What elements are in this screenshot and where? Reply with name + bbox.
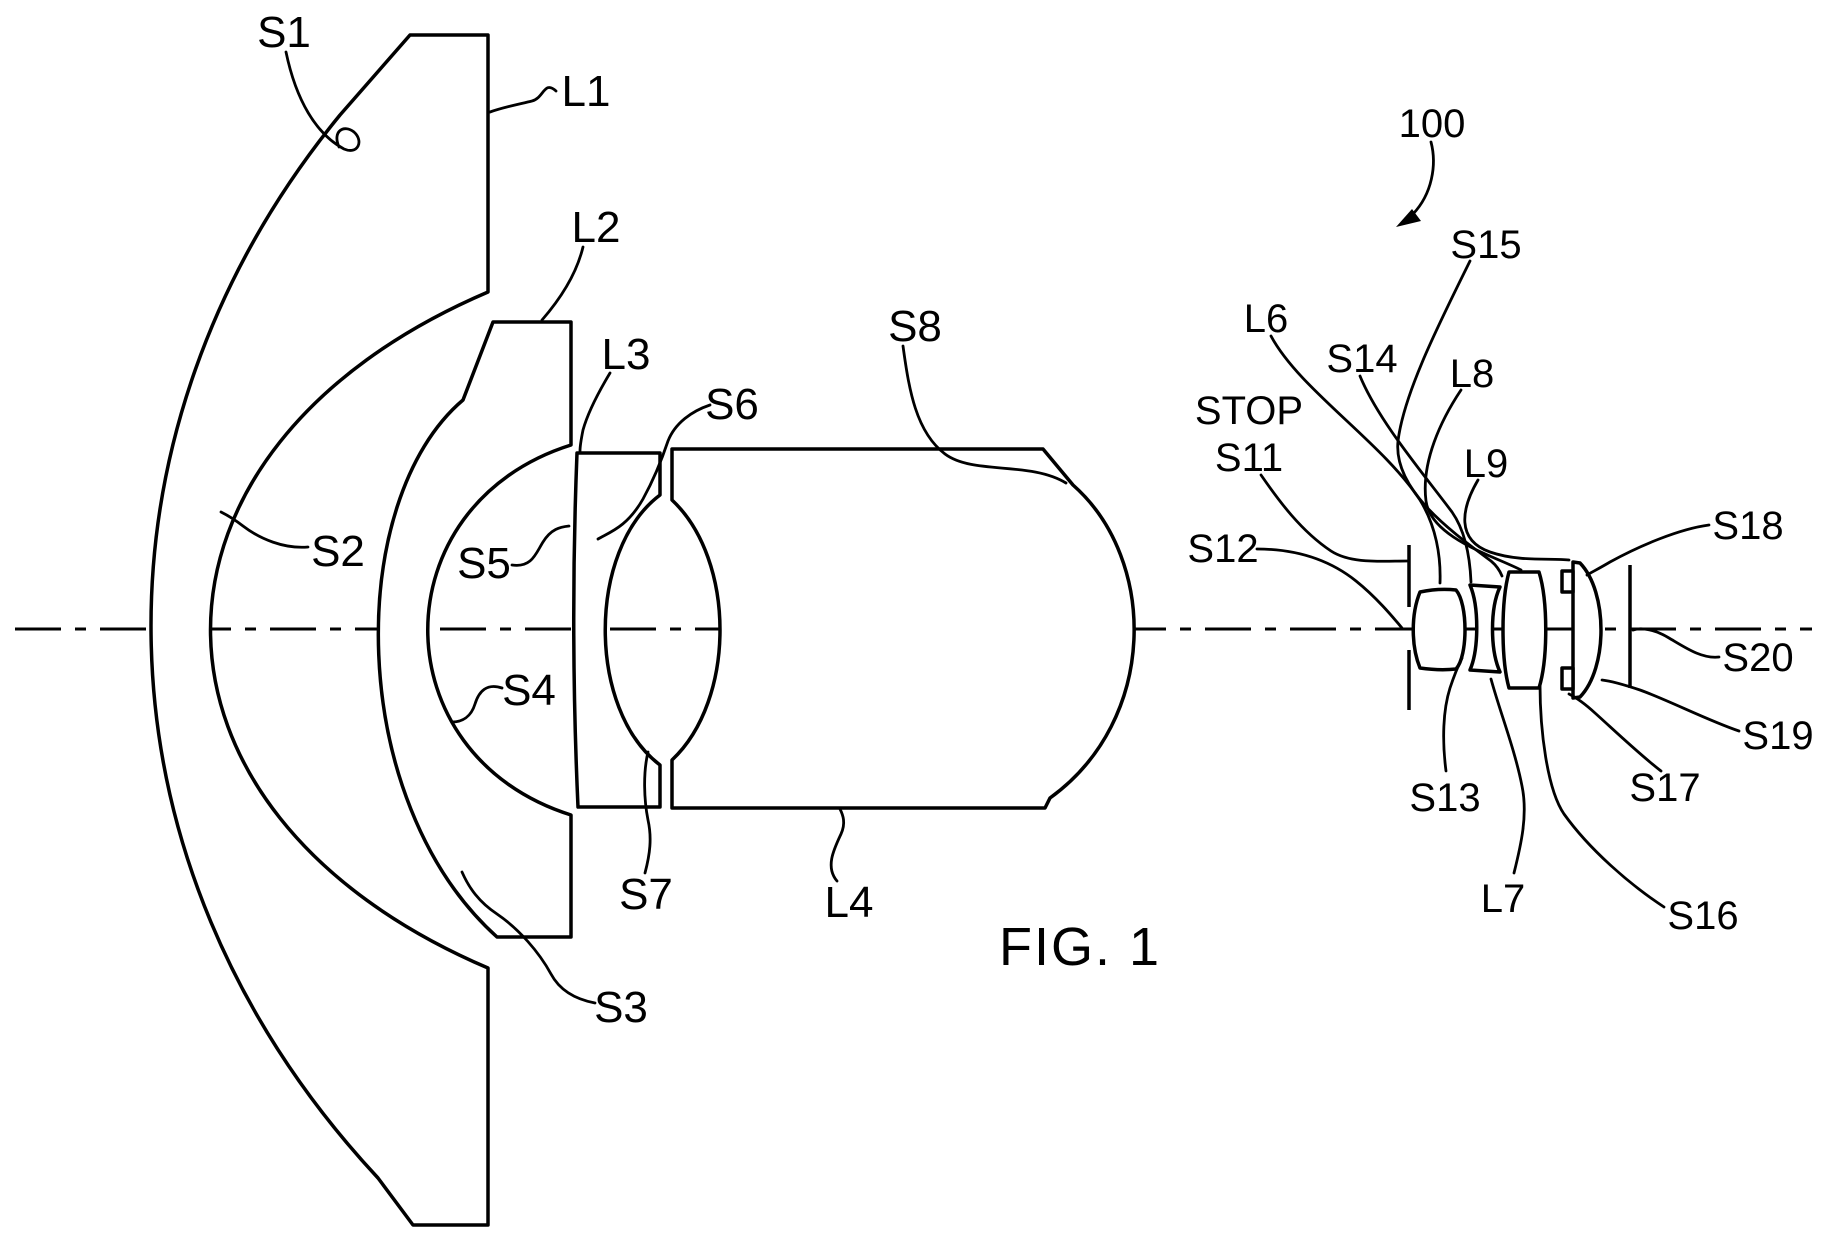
label-surface-s19: S19 <box>1742 714 1813 758</box>
label-stop: STOP <box>1195 389 1303 433</box>
label-surface-s6: S6 <box>705 380 759 429</box>
label-lens-l1: L1 <box>562 67 611 116</box>
leader-s18 <box>1585 523 1711 577</box>
leader-s14 <box>1358 374 1473 584</box>
lens-l2-outline <box>376 320 573 939</box>
label-surface-s13: S13 <box>1409 776 1480 820</box>
lens-l8-outline <box>1501 570 1548 690</box>
label-surface-s16: S16 <box>1667 894 1738 938</box>
label-surface-s17: S17 <box>1629 766 1700 810</box>
label-surface-s15: S15 <box>1450 223 1521 267</box>
leader-s4 <box>450 685 504 724</box>
leader-s1 <box>284 50 361 152</box>
leader-100-arrow-shaft <box>1411 140 1435 216</box>
leader-l1 <box>488 86 558 114</box>
label-lens-l4: L4 <box>825 878 874 927</box>
leader-s6 <box>596 403 712 541</box>
label-surface-s12: S12 <box>1187 527 1258 571</box>
leader-l3 <box>578 371 612 453</box>
label-surface-s1: S1 <box>257 8 311 57</box>
label-lens-l2: L2 <box>572 203 621 252</box>
label-lens-l8: L8 <box>1450 352 1495 396</box>
label-surface-s4: S4 <box>502 666 556 715</box>
label-surface-s5: S5 <box>457 539 511 588</box>
lens-l9-mount-tab-bottom <box>1560 666 1575 691</box>
label-surface-s11: S11 <box>1215 436 1283 480</box>
leader-l4 <box>829 807 846 883</box>
label-lens-l3: L3 <box>602 330 651 379</box>
label-surface-s3: S3 <box>594 983 648 1032</box>
leader-l7 <box>1489 677 1526 875</box>
label-surface-s18: S18 <box>1712 504 1783 548</box>
leader-s7 <box>643 750 652 875</box>
lens-l9-mount-tab-top <box>1560 569 1575 594</box>
leader-100-arrowhead <box>1396 209 1421 227</box>
leader-s2 <box>219 510 310 549</box>
label-surface-s8: S8 <box>888 302 942 351</box>
leader-s8 <box>901 344 1068 485</box>
lens-l1-outline <box>149 33 490 1227</box>
figure-caption: FIG. 1 <box>999 917 1161 977</box>
lens-l9-outline <box>1571 560 1603 700</box>
label-lens-l7: L7 <box>1481 877 1526 921</box>
lens-l7-outline <box>1468 583 1502 674</box>
label-surface-s7: S7 <box>619 870 673 919</box>
label-reference-100: 100 <box>1399 102 1466 146</box>
label-surface-s14: S14 <box>1326 337 1397 381</box>
leader-s13 <box>1442 656 1464 773</box>
leader-s17 <box>1567 692 1663 773</box>
leader-l2 <box>540 245 585 322</box>
leader-l9 <box>1463 478 1571 562</box>
leader-s3 <box>460 870 597 1005</box>
leader-s11-stop <box>1259 473 1409 563</box>
leader-l8 <box>1423 388 1523 572</box>
leader-s12 <box>1255 547 1404 630</box>
leader-s5 <box>510 524 571 567</box>
lens-l4-outline <box>670 447 1136 810</box>
leader-l6 <box>1269 334 1442 585</box>
leader-s16 <box>1538 682 1666 909</box>
label-lens-l9: L9 <box>1464 442 1509 486</box>
label-surface-s20: S20 <box>1722 636 1793 680</box>
lens-l3-outline <box>571 451 662 809</box>
lens-l6-outline <box>1411 587 1467 672</box>
leader-s15 <box>1396 259 1504 578</box>
leader-s19 <box>1600 678 1741 733</box>
leader-s20 <box>1631 627 1721 659</box>
label-lens-l6: L6 <box>1244 297 1289 341</box>
label-surface-s2: S2 <box>311 527 365 576</box>
